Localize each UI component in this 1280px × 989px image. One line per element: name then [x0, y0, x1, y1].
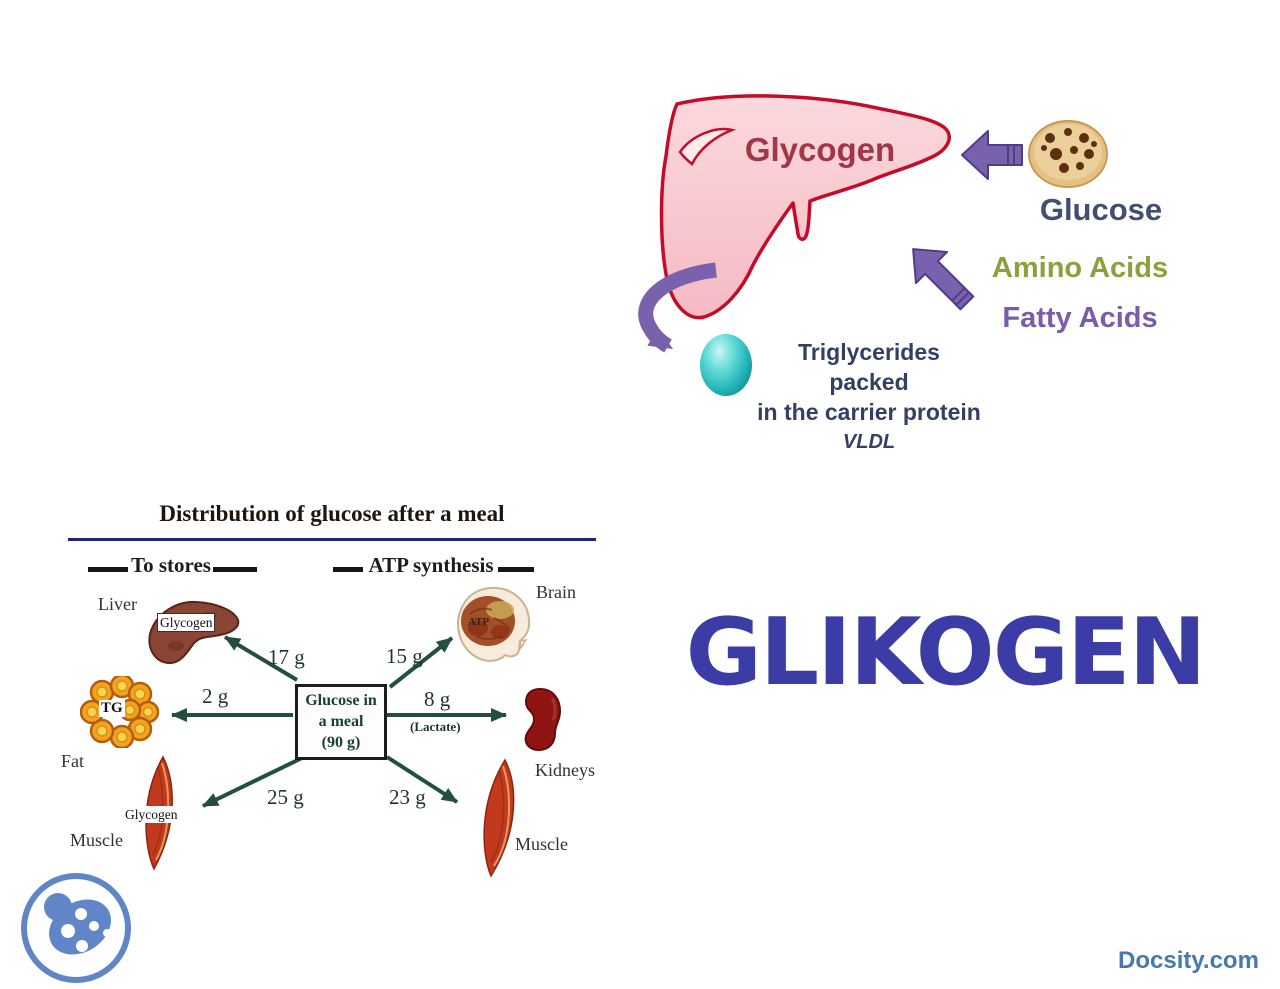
amount-to-liver: 17 g	[268, 645, 305, 669]
brain-organ-icon	[457, 586, 531, 662]
amount-to-brain: 15 g	[386, 644, 423, 668]
page-title: GLIKOGEN	[685, 598, 1207, 706]
kidney-organ-icon	[524, 687, 562, 752]
fat-node-label: Fat	[61, 751, 85, 771]
to-stores-header: To stores	[131, 553, 211, 577]
dash-icon	[213, 567, 257, 572]
amount-to-muscle-glycogen: 25 g	[267, 785, 304, 809]
atp-synthesis-header: ATP synthesis	[368, 553, 494, 577]
fatty-acids-label: Fatty Acids	[1002, 302, 1158, 334]
dash-icon	[88, 567, 128, 572]
amount-to-fat: 2 g	[202, 684, 229, 708]
dash-icon	[498, 567, 534, 572]
curved-arrow-to-vldl-icon	[638, 262, 717, 353]
vldl-caption-line2: in the carrier protein	[757, 399, 981, 425]
glucose-meal-box-line3: (90 g)	[321, 734, 361, 751]
glucose-meal-box: Glucose in a meal (90 g)	[295, 684, 387, 760]
amount-to-muscle: 23 g	[389, 785, 426, 809]
vldl-caption: Triglycerides packed in the carrier prot…	[756, 337, 982, 457]
dash-icon	[333, 567, 363, 572]
glucose-meal-box-line1: Glucose in	[305, 692, 377, 709]
cookie-icon	[1028, 120, 1108, 188]
docsity-logo-icon	[21, 873, 131, 983]
muscle-left-node-label: Muscle	[70, 830, 123, 850]
fat-cells-icon	[80, 676, 160, 748]
glucose-label: Glucose	[1039, 192, 1163, 227]
gallbladder-crescent-icon	[678, 127, 737, 166]
title-divider	[68, 538, 596, 541]
arrow-glucose-to-liver-icon	[961, 130, 1023, 180]
liver-organ-icon	[148, 600, 240, 665]
brain-node-label: Brain	[536, 582, 576, 602]
vldl-caption-line3: VLDL	[842, 431, 896, 453]
liver-node-label: Liver	[98, 594, 137, 614]
liver-glycogen-tag: Glycogen	[157, 613, 216, 632]
lactate-label: (Lactate)	[410, 719, 461, 734]
vldl-caption-line1: Triglycerides packed	[798, 339, 940, 395]
amount-to-kidneys: 8 g	[424, 687, 451, 711]
muscle-right-icon	[483, 758, 515, 878]
glucose-meal-box-line2: a meal	[318, 713, 364, 730]
amino-acids-label: Amino Acids	[991, 252, 1169, 284]
distribution-title: Distribution of glucose after a meal	[159, 501, 505, 526]
docsity-watermark: Docsity.com	[1118, 947, 1259, 974]
brain-atp-text: ATP	[468, 616, 490, 628]
vldl-sphere-icon	[700, 334, 752, 396]
arrow-acids-to-liver-icon	[912, 248, 975, 311]
muscle-glycogen-tag: Glycogen	[123, 806, 180, 823]
kidneys-node-label: Kidneys	[535, 760, 595, 780]
liver-glycogen-label: Glycogen	[744, 131, 896, 168]
flow-arrows	[171, 635, 507, 808]
tg-label: TG	[99, 700, 125, 717]
muscle-right-node-label: Muscle	[515, 834, 568, 854]
